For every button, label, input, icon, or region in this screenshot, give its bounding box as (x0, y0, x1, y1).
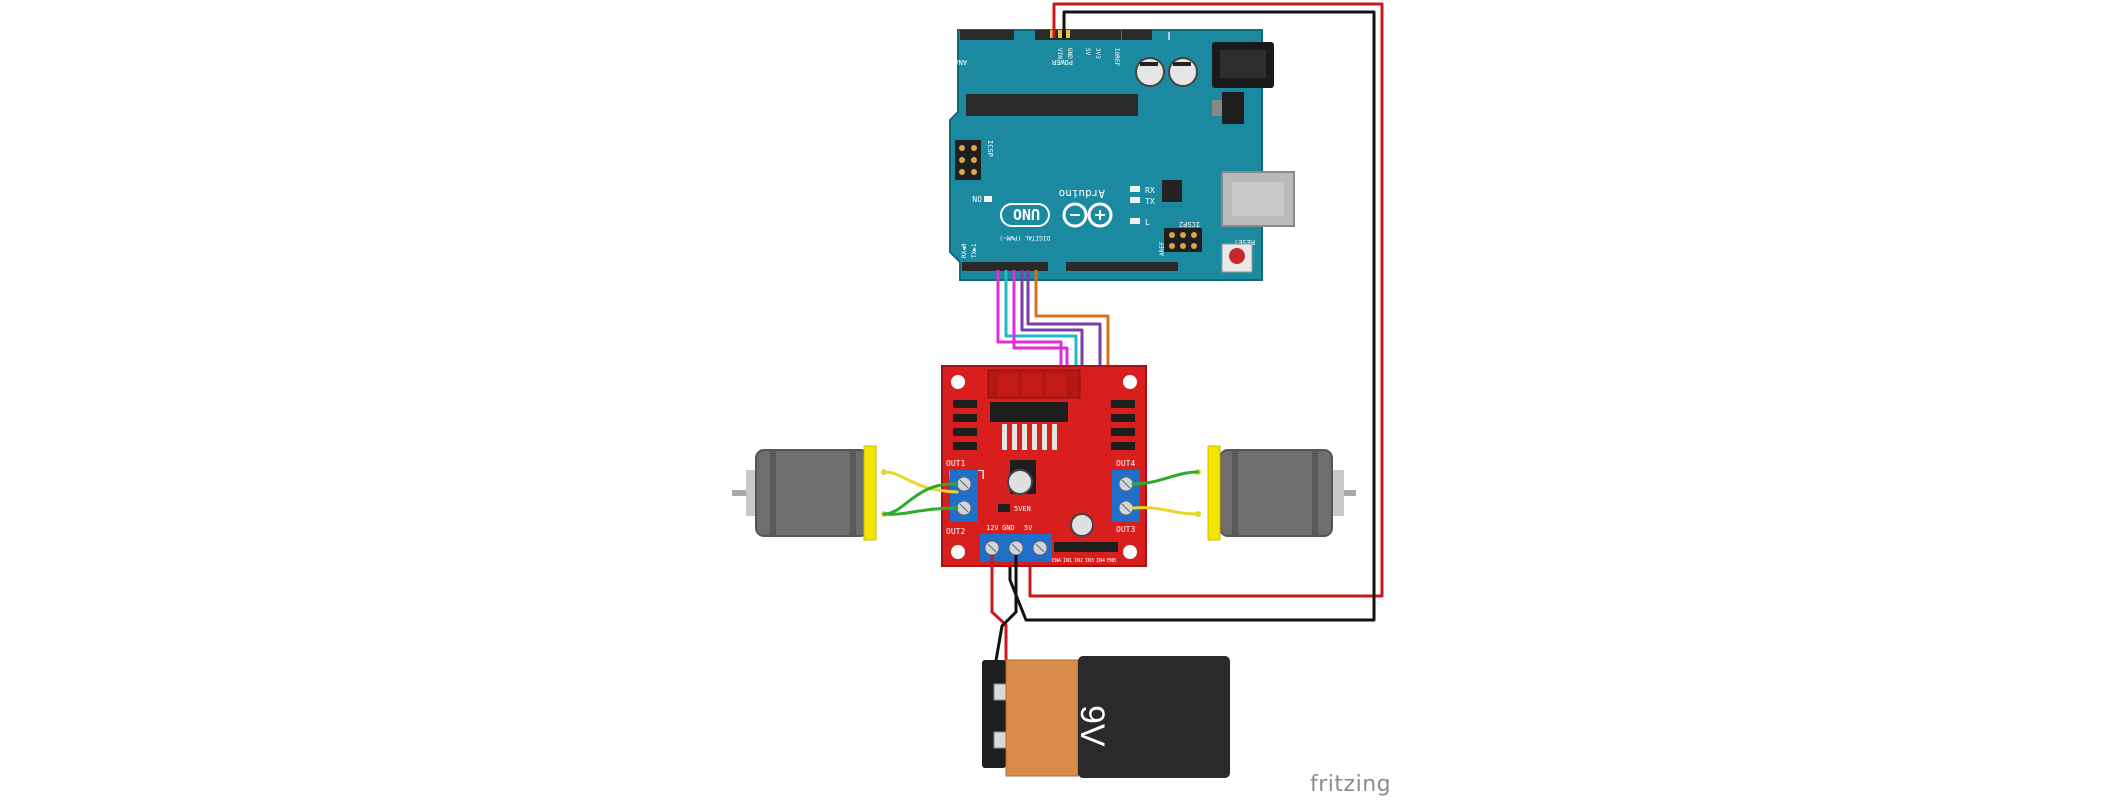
aref-label: AREF (1159, 241, 1166, 256)
reset-label: RESET (1233, 238, 1255, 246)
driver-5v-label: 5V (1024, 524, 1033, 532)
arduino-uno-board: ANALOG IN POWER VIN GND 5V 3V3 IOREF ICS… (929, 29, 1295, 281)
in2-label: IN2 (1074, 558, 1083, 564)
fritzing-watermark: fritzing (1310, 772, 1392, 797)
motor-left-cap (863, 445, 877, 541)
wire-green-right (1131, 470, 1200, 486)
motor-right (1195, 445, 1356, 541)
in3-label: IN3 (1085, 558, 1094, 564)
arduino-brand-label: Arduino (1059, 187, 1105, 200)
analog-header (960, 30, 1014, 40)
icsp-label: ICSP (986, 140, 994, 157)
5v-label: 5V (1084, 48, 1091, 56)
wire-yellow-left (882, 470, 959, 494)
rx-label: RX (1145, 186, 1155, 195)
battery-terminal (993, 731, 1007, 749)
battery-body-black (1078, 656, 1230, 778)
out4-label: OUT4 (1116, 459, 1135, 468)
digital-header-high (1066, 262, 1178, 271)
5ven-label: 5VEN (1014, 505, 1031, 513)
motor-left (732, 445, 887, 541)
digital-label: DIGITAL (PWM~) (999, 234, 1050, 241)
motor-right-cap (1207, 445, 1221, 541)
l-led (1130, 218, 1140, 224)
gnd-label: GND (1066, 48, 1073, 59)
battery-label: 9V (1073, 705, 1111, 747)
tx1-label: TX▶1 (971, 243, 978, 258)
driver-gnd-label: GND (1002, 524, 1015, 532)
battery-wire-black (992, 555, 1018, 673)
analog-in-label: ANALOG IN (929, 58, 967, 66)
tx-label: TX (1145, 197, 1155, 206)
on-led (984, 196, 992, 202)
l298n-driver: L298N 5VEN OUT1 OUT2 OUT4 OUT3 12V GND 5… (941, 365, 1147, 567)
motor-wires (882, 470, 1200, 516)
in4-label: IN4 (1096, 558, 1105, 564)
power-header (1035, 30, 1121, 40)
wire-black-gnd (1008, 10, 1376, 622)
icsp2-label: ICSP2 (1179, 220, 1200, 228)
out3-label: OUT3 (1116, 525, 1135, 534)
wire-green-left-2 (882, 506, 959, 516)
in1-label: IN1 (1063, 558, 1072, 564)
battery-terminal (993, 683, 1007, 701)
power-label: POWER (1051, 58, 1073, 66)
digital-header-low (962, 262, 1048, 271)
atmega-chip (966, 94, 1138, 116)
battery-9v: 9V (982, 656, 1230, 778)
3v3-label: 3V3 (1094, 48, 1101, 59)
12v-label: 12V (986, 524, 999, 532)
battery-wires (990, 555, 1018, 673)
out2-label: OUT2 (946, 527, 965, 536)
voltage-regulator (1222, 92, 1244, 124)
wire-yellow-right (1131, 506, 1200, 516)
l-label: L (1145, 218, 1150, 227)
out1-label: OUT1 (946, 459, 965, 468)
power-wires (1008, 2, 1384, 622)
icsp-header (955, 140, 981, 180)
on-label: ON (972, 194, 982, 203)
battery-wire-red (990, 555, 1008, 673)
ioref-label: IOREF (1113, 48, 1120, 66)
uno-label: UNO (1013, 205, 1040, 223)
5ven-jumper[interactable] (998, 504, 1010, 512)
ena-label: ENA (1052, 558, 1061, 564)
battery-body-orange (1005, 659, 1079, 777)
vin-label: VIN (1056, 48, 1063, 59)
icsp2-header (1164, 228, 1202, 252)
rx0-label: RX◀0 (961, 243, 968, 258)
rx-led (1130, 186, 1140, 192)
l298n-chip (990, 402, 1068, 422)
arduino-logo: UNO Arduino (1000, 187, 1113, 228)
driver-capacitor (1007, 469, 1033, 495)
usb-chip (1162, 180, 1182, 202)
tx-led (1130, 197, 1140, 203)
control-header (1054, 542, 1118, 552)
enb-label: ENB (1107, 558, 1116, 564)
wire-red-vin (1028, 2, 1384, 598)
